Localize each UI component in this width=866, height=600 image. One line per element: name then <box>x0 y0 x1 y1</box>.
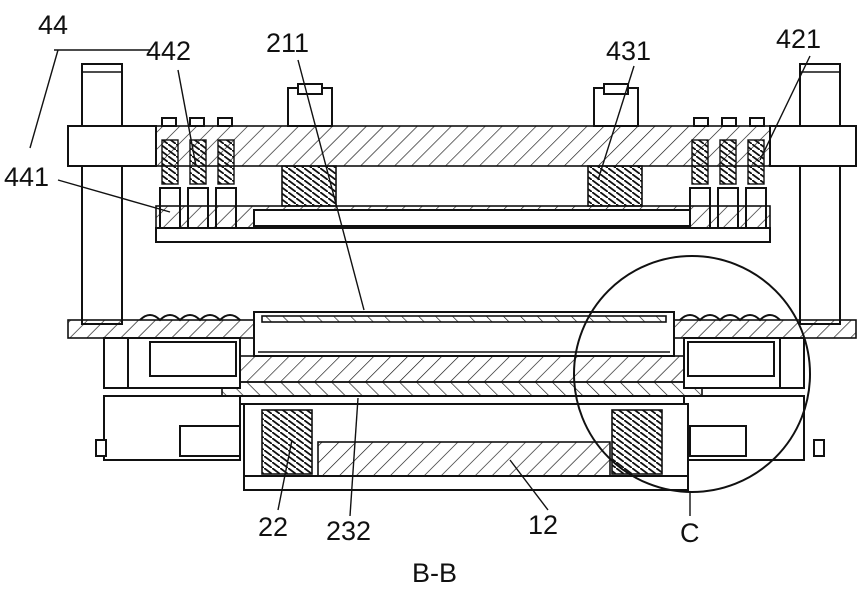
label-232: 232 <box>326 516 371 546</box>
label-421: 421 <box>776 24 821 54</box>
right-side-housing <box>683 337 825 461</box>
detail-circle-c <box>573 255 811 493</box>
left-side-housing <box>95 337 241 461</box>
label-211: 211 <box>266 28 309 58</box>
label-22: 22 <box>258 512 288 542</box>
label-12: 12 <box>528 510 558 540</box>
pressing-plate <box>155 205 771 243</box>
view-label: B-B <box>412 558 457 588</box>
top-stud-right <box>593 83 639 127</box>
upper-plate <box>67 125 857 167</box>
right-guide-column <box>799 63 841 325</box>
label-44: 44 <box>38 10 68 40</box>
lower-spring-right <box>611 409 663 475</box>
middle-hatched-bar <box>221 355 703 397</box>
label-c: C <box>680 518 700 548</box>
left-guide-column <box>81 63 123 325</box>
top-stud-left <box>287 83 333 127</box>
leader-lines <box>29 49 811 517</box>
plate-232 <box>239 395 685 405</box>
label-431: 431 <box>606 36 651 66</box>
upper-insert <box>253 311 675 357</box>
label-441: 441 <box>4 162 49 192</box>
upper-spring-right <box>587 165 643 207</box>
label-442: 442 <box>146 36 191 66</box>
